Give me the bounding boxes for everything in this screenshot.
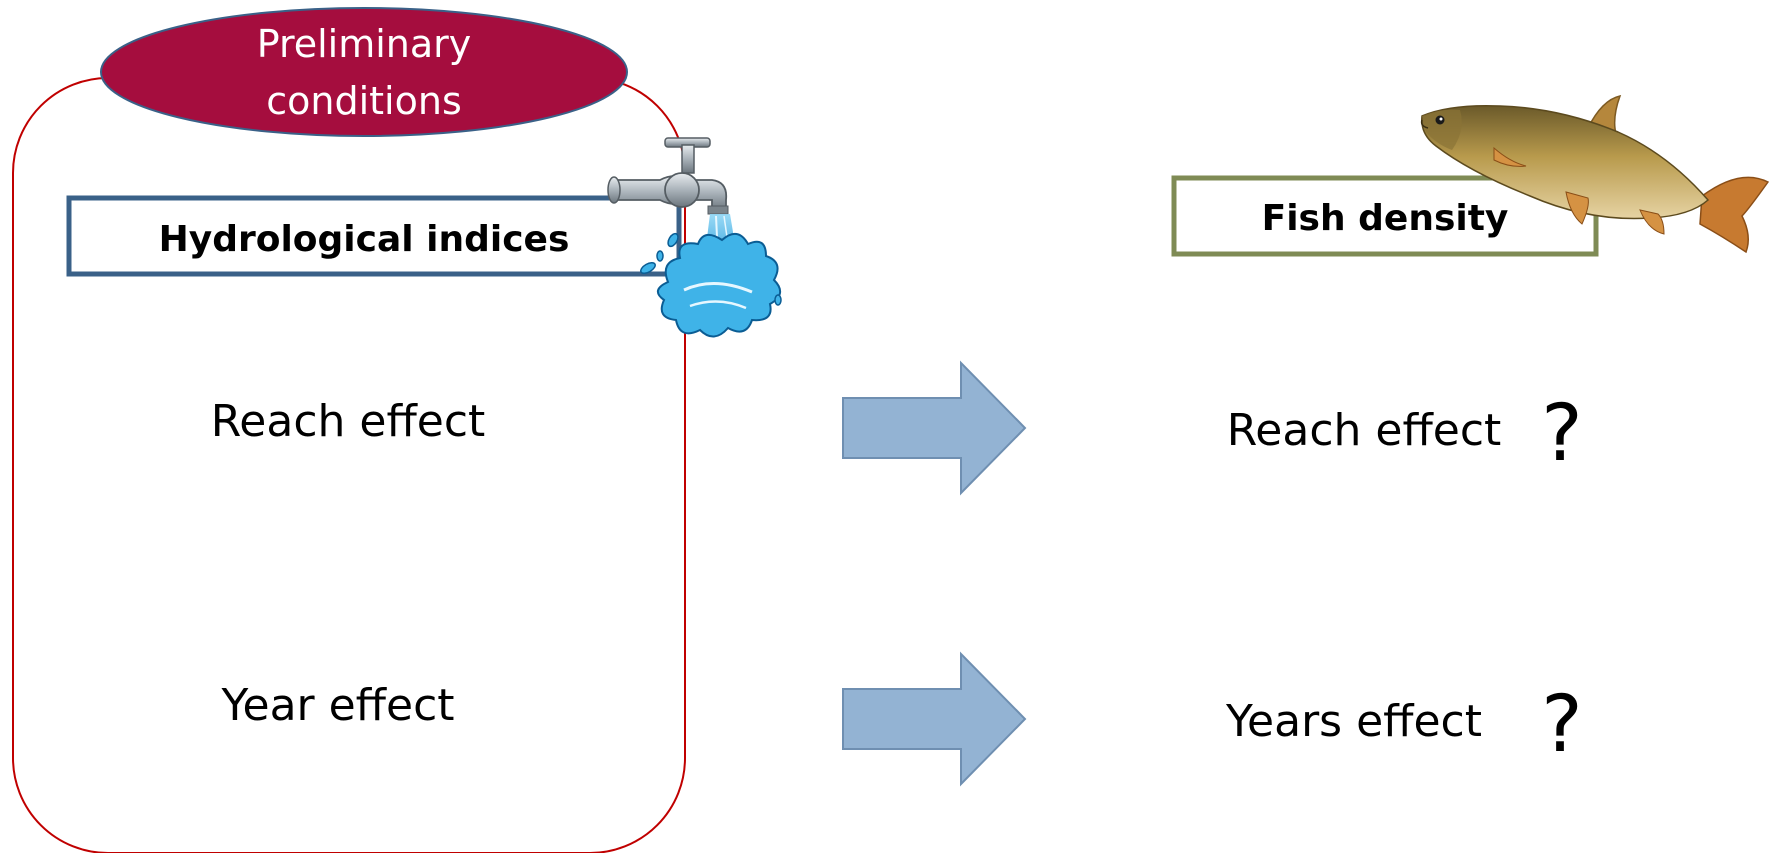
right-arrow-icon bbox=[842, 651, 1027, 787]
reach-question-mark: ? bbox=[1541, 389, 1582, 479]
preliminary-conditions-container bbox=[12, 77, 686, 853]
hydrological-indices-box: Hydrological indices bbox=[66, 195, 682, 277]
years-question-mark: ? bbox=[1541, 680, 1582, 770]
preliminary-conditions-badge: Preliminary conditions bbox=[100, 7, 628, 137]
water-tap-icon bbox=[607, 137, 782, 338]
right-arrow-icon bbox=[842, 360, 1027, 496]
badge-line-2: conditions bbox=[266, 79, 462, 123]
right-reach-effect-label: Reach effect bbox=[1227, 405, 1502, 456]
fish-icon bbox=[1420, 94, 1770, 254]
fish-density-label: Fish density bbox=[1262, 198, 1509, 239]
right-years-effect-label: Years effect bbox=[1225, 696, 1482, 747]
left-reach-effect-label: Reach effect bbox=[211, 396, 486, 447]
badge-line-1: Preliminary bbox=[257, 22, 472, 66]
hydrological-indices-label: Hydrological indices bbox=[159, 219, 570, 260]
left-year-effect-label: Year effect bbox=[220, 680, 454, 731]
